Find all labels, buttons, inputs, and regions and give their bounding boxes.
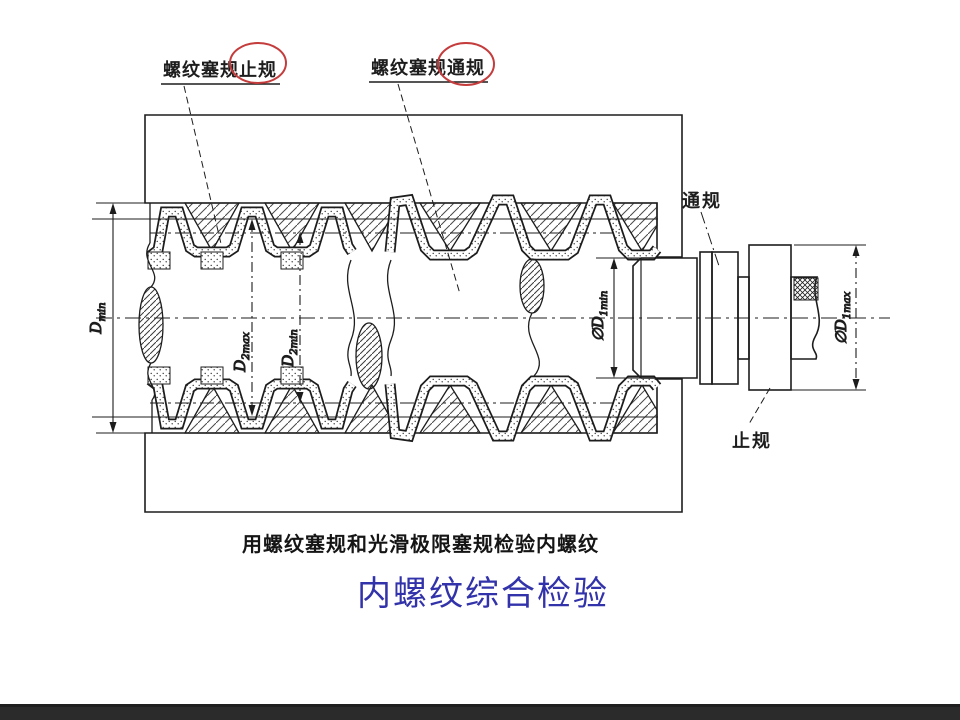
- dim-label-d1-max: ∅D1max: [832, 291, 853, 344]
- lower-wall: [144, 378, 683, 513]
- slide-title: 内螺纹综合检验: [357, 574, 609, 614]
- annotations: 螺纹塞规止规 螺纹塞规通规 通规 止规: [161, 42, 772, 452]
- upper-wall: [144, 114, 683, 258]
- workpiece-section: [144, 114, 683, 513]
- notgo-gauge-truncated-crests: [147, 251, 304, 385]
- thread-plug-gauge-threads: [146, 193, 662, 443]
- dim-label-d-min: Dmin: [87, 302, 108, 334]
- footer-bar: [0, 704, 960, 720]
- highlight-ellipse-go: [437, 42, 495, 86]
- center-and-pitch-lines: [92, 218, 890, 418]
- knurl-grip: [793, 277, 819, 301]
- leader-lines: [183, 83, 771, 425]
- dimensions: Dmin D2max D2min ∅D1min ∅D1max: [86, 202, 866, 434]
- label-notgo-gauge: 止规: [732, 430, 772, 452]
- technical-drawing: Dmin D2max D2min ∅D1min ∅D1max 螺纹塞规止规 螺纹…: [86, 42, 890, 513]
- dim-label-d2-max: D2max: [231, 332, 252, 373]
- dim-label-d2-min: D2min: [279, 329, 300, 368]
- internal-thread-teeth: [183, 202, 658, 434]
- label-thread-plug-go: 螺纹塞规通规: [371, 57, 485, 79]
- dim-label-d1-min: ∅D1min: [589, 291, 610, 342]
- label-go-gauge: 通规: [682, 191, 722, 212]
- dimension-arrows: [109, 203, 860, 433]
- figure-caption: 用螺纹塞规和光滑极限塞规检验内螺纹: [242, 532, 599, 556]
- break-lines: [138, 203, 545, 433]
- highlight-ellipse-notgo: [229, 42, 287, 84]
- label-thread-plug-notgo: 螺纹塞规止规: [163, 59, 277, 81]
